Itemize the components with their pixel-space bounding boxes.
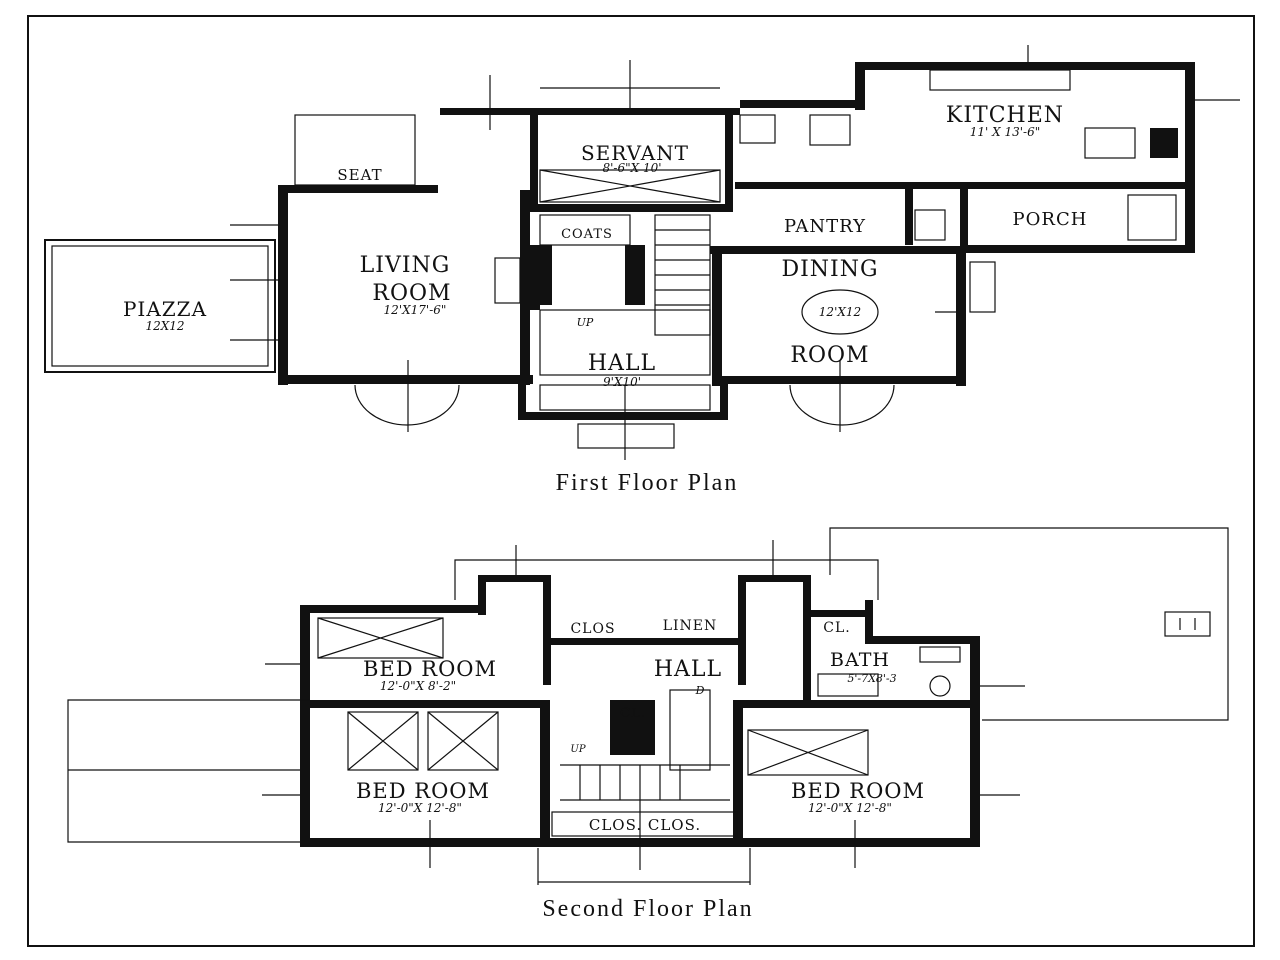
stair-up-label: UP	[577, 316, 594, 329]
linen-label: LINEN	[663, 618, 718, 634]
living-room-dims: 12'X17'-6"	[384, 303, 447, 317]
second-stair-up-label: UP	[570, 744, 585, 755]
servant-label: SERVANT	[581, 141, 689, 165]
first-floor-labels: KITCHEN 11' X 13'-6" SERVANT 8'-6"X 10' …	[123, 103, 1088, 389]
dining-room-label-bottom: ROOM	[790, 343, 869, 368]
cl-top-label: CL.	[823, 620, 850, 636]
bedroom-se-dims: 12'-0"X 12'-8"	[808, 801, 892, 815]
piazza-outline	[44, 239, 276, 373]
hall-label: HALL	[588, 351, 656, 376]
piazza-dims: 12X12	[145, 319, 184, 333]
pantry-label: PANTRY	[784, 216, 866, 237]
dining-room-dims: 12'X12	[819, 305, 861, 319]
cl-mid-label: CL.	[620, 706, 646, 721]
second-floor-labels: CLOS LINEN CL. BATH 5'-7X8'-3 HALL CL. D…	[356, 618, 925, 834]
first-floor-walls	[278, 62, 1195, 420]
kitchen-label: KITCHEN	[946, 103, 1064, 128]
living-room-label-bottom: ROOM	[372, 281, 451, 306]
bath-dims: 5'-7X8'-3	[847, 672, 896, 685]
clos-top-label: CLOS	[570, 621, 615, 637]
living-room-label-top: LIVING	[360, 253, 451, 278]
page-border	[27, 15, 1255, 947]
coats-label: COATS	[561, 227, 613, 242]
second-floor-plan: CLOS LINEN CL. BATH 5'-7X8'-3 HALL CL. D…	[67, 527, 1229, 922]
piazza-label: PIAZZA	[123, 297, 207, 321]
bedroom-nw-dims: 12'-0"X 8'-2"	[380, 679, 456, 693]
first-floor-caption: First Floor Plan	[556, 470, 739, 496]
bath-label: BATH	[830, 649, 890, 671]
porch-label: PORCH	[1013, 209, 1088, 230]
bedroom-sw-dims: 12'-0"X 12'-8"	[378, 801, 462, 815]
servant-dims: 8'-6"X 10'	[602, 161, 661, 175]
dining-room-label-top: DINING	[781, 257, 878, 282]
bedroom-nw-label: BED ROOM	[363, 657, 497, 681]
clos-bottom-label: CLOS. CLOS.	[589, 816, 701, 834]
first-floor-plan: KITCHEN 11' X 13'-6" SERVANT 8'-6"X 10' …	[44, 45, 1240, 496]
second-floor-details	[67, 527, 1229, 885]
hall-dims: 9'X10'	[603, 375, 641, 389]
stair-down-label: D	[695, 684, 705, 697]
first-floor-details	[230, 45, 1240, 460]
second-floor-caption: Second Floor Plan	[542, 896, 753, 922]
kitchen-dims: 11' X 13'-6"	[970, 125, 1041, 139]
bedroom-se-label: BED ROOM	[791, 779, 925, 803]
bedroom-sw-label: BED ROOM	[356, 779, 490, 803]
seat-label: SEAT	[337, 166, 382, 184]
second-hall-label: HALL	[654, 657, 722, 682]
